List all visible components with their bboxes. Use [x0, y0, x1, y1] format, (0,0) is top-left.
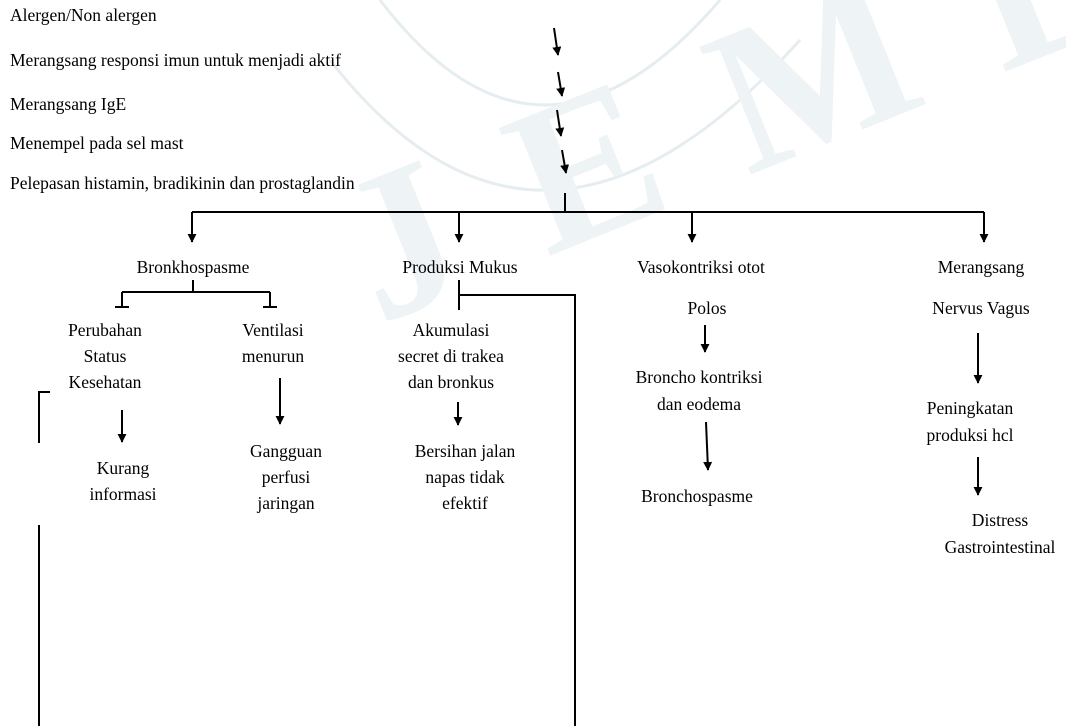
akumulasi-line-3: dan bronkus — [407, 372, 495, 392]
distress-line-1: Distress — [971, 510, 1029, 530]
branch-title-mukus: Produksi Mukus — [402, 257, 518, 277]
kurang-informasi-line-1: Kurang — [96, 458, 150, 478]
bersihan-line-1: Bersihan jalan — [414, 441, 516, 461]
step-sel-mast: Menempel pada sel mast — [10, 133, 184, 153]
peningkatan-line-2: produksi hcl — [926, 425, 1014, 445]
distress-line-2: Gastrointestinal — [944, 537, 1056, 557]
broncho-kontriksi-line-2: dan eodema — [656, 394, 742, 414]
branch-title-bronkhospasme: Bronkhospasme — [136, 257, 250, 277]
ventilasi-line-2: menurun — [241, 346, 305, 366]
arrow-broncho — [703, 421, 713, 471]
akumulasi-line-1: Akumulasi — [412, 320, 490, 340]
arrow-step-3 — [555, 109, 565, 137]
connector-mukus — [459, 294, 576, 726]
arrow-step-4 — [560, 149, 570, 174]
step-pelepasan-histamin: Pelepasan histamin, bradikinin dan prost… — [10, 173, 355, 193]
kurang-informasi-line-2: informasi — [89, 484, 157, 504]
arrow-step-1 — [552, 27, 562, 56]
step-ige: Merangsang IgE — [10, 94, 127, 114]
arrow-step-2 — [556, 71, 566, 97]
branch-title-vaso: Vasokontriksi otot — [637, 257, 765, 277]
bronchospasme-label: Bronchospasme — [641, 486, 753, 506]
peningkatan-line-1: Peningkatan — [926, 398, 1014, 418]
perubahan-line-2: Status — [83, 346, 127, 366]
branch-title-vagus: Merangsang — [937, 257, 1025, 277]
akumulasi-line-2: secret di trakea — [398, 346, 504, 366]
nervus-vagus-label: Nervus Vagus — [932, 298, 1030, 318]
broncho-kontriksi-line-1: Broncho kontriksi — [635, 367, 763, 387]
step-alergen: Alergen/Non alergen — [10, 5, 157, 25]
bersihan-line-2: napas tidak — [425, 467, 505, 487]
polos-label: Polos — [687, 298, 727, 318]
step-responsi-imun: Merangsang responsi imun untuk menjadi a… — [10, 50, 341, 70]
gangguan-line-2: perfusi — [261, 467, 311, 487]
perubahan-line-1: Perubahan — [68, 320, 142, 340]
gangguan-line-1: Gangguan — [250, 441, 322, 461]
connector-left-upper — [38, 391, 50, 443]
perubahan-line-3: Kesehatan — [68, 372, 142, 392]
bersihan-line-3: efektif — [442, 493, 488, 513]
gangguan-line-3: jaringan — [257, 493, 315, 513]
ventilasi-line-1: Ventilasi — [242, 320, 304, 340]
